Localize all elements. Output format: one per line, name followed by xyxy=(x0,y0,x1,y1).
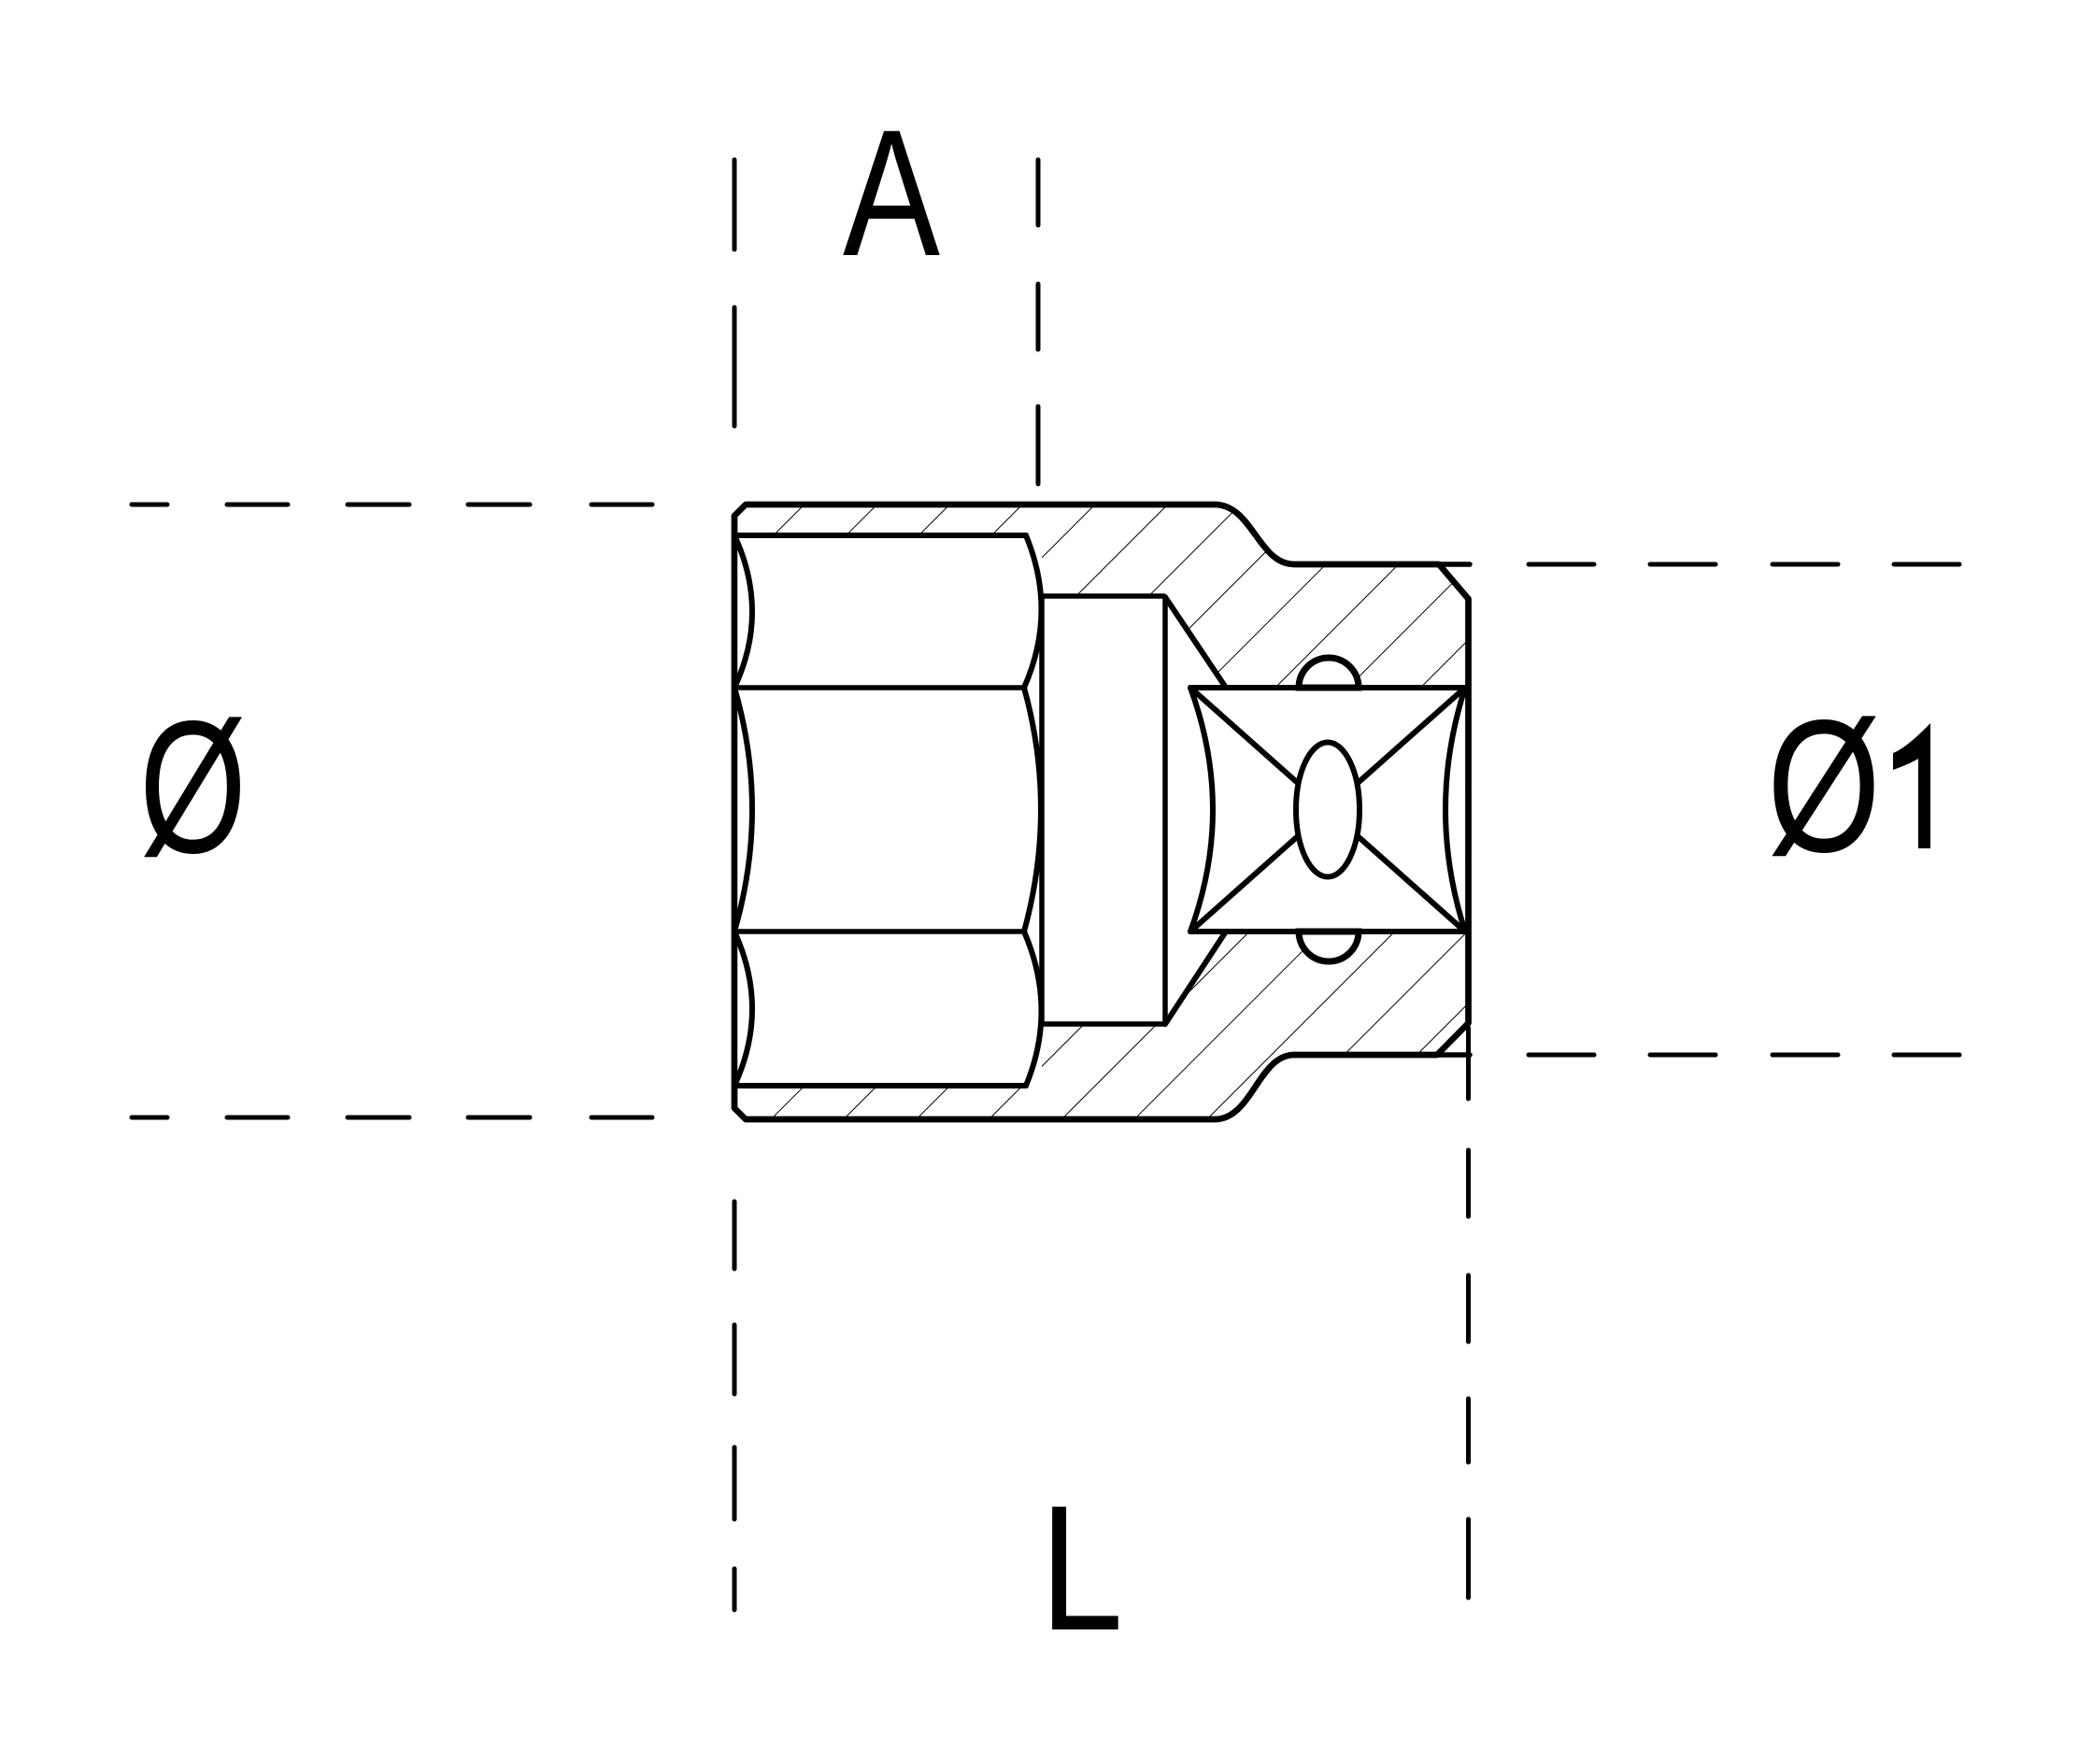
svg-text:Ø: Ø xyxy=(139,681,247,892)
svg-text:L: L xyxy=(1040,1469,1123,1668)
svg-text:A: A xyxy=(843,92,940,293)
svg-text:Ø: Ø xyxy=(1767,680,1881,891)
